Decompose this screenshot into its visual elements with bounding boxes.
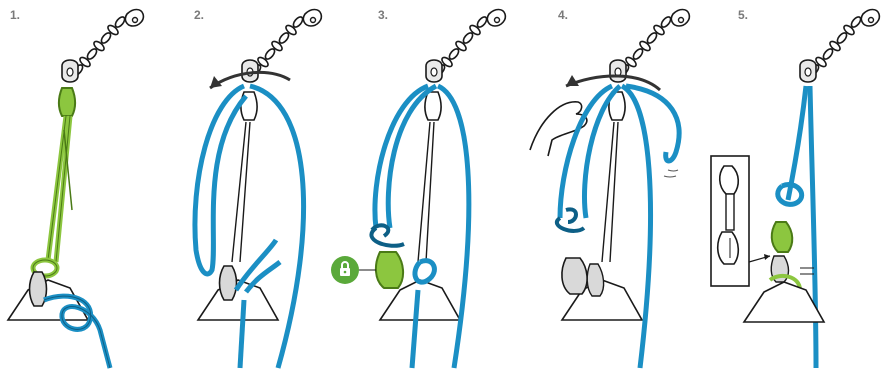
anchor-chain-icon bbox=[72, 10, 144, 77]
anchor-chain-icon bbox=[808, 10, 880, 77]
anchor-chain-icon bbox=[250, 10, 322, 77]
panel-4 bbox=[530, 10, 689, 369]
quickdraw-icon bbox=[711, 156, 749, 286]
panel-5 bbox=[711, 10, 879, 369]
anchor-ring bbox=[426, 60, 442, 82]
lock-icon bbox=[331, 256, 359, 284]
carabiner-icon bbox=[376, 252, 403, 288]
blue-rope bbox=[195, 86, 246, 274]
anchor-ring bbox=[610, 60, 626, 82]
anchor-chain-icon bbox=[618, 10, 690, 77]
anchor-ring bbox=[62, 60, 78, 82]
anchor-ring bbox=[242, 60, 258, 82]
carabiner-icon bbox=[59, 88, 75, 116]
green-sling bbox=[48, 116, 70, 262]
panel-1 bbox=[8, 10, 143, 369]
anchor-ring bbox=[800, 60, 816, 82]
panel-2 bbox=[195, 10, 321, 369]
anchor-chain-icon bbox=[434, 10, 506, 77]
panel-3 bbox=[331, 10, 505, 369]
